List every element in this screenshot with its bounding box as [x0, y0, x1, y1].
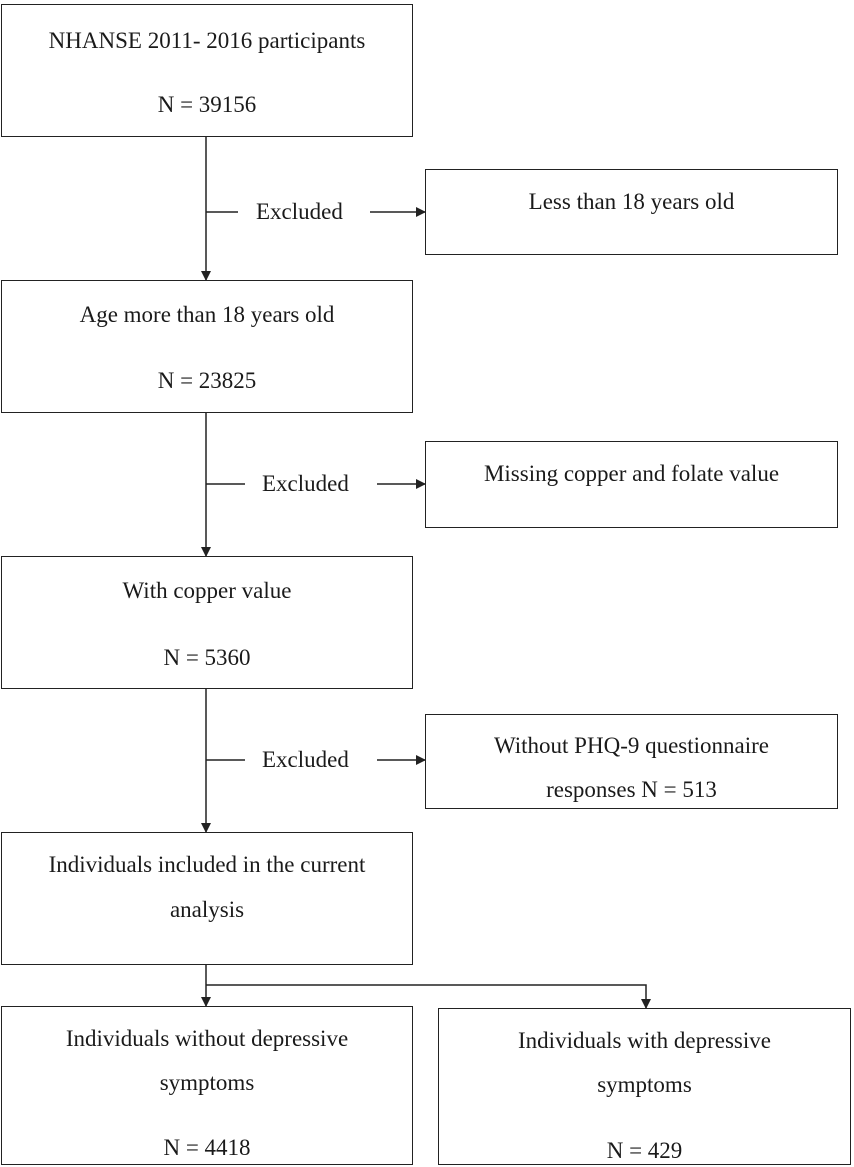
- exclusion-box-1: Less than 18 years old: [425, 169, 838, 255]
- exclusion-box-2: Missing copper and folate value: [425, 441, 838, 528]
- excluded-label-3: Excluded: [258, 746, 353, 774]
- without-depression-line1: Individuals without depressive: [65, 1026, 349, 1051]
- copper-box: With copper value N = 5360: [1, 556, 413, 689]
- with-depression-line2: symptoms: [597, 1072, 692, 1097]
- without-depression-line2: symptoms: [159, 1070, 255, 1095]
- age-count: N = 23825: [157, 368, 257, 393]
- exclusion-reason-1: Less than 18 years old: [528, 189, 735, 214]
- with-depression-count: N = 429: [606, 1138, 683, 1163]
- copper-title: With copper value: [122, 578, 292, 603]
- included-line2: analysis: [169, 897, 245, 922]
- exclusion-box-3: Without PHQ-9 questionnaire responses N …: [425, 714, 838, 809]
- included-line1: Individuals included in the current: [48, 852, 366, 877]
- participants-title: NHANSE 2011- 2016 participants: [48, 28, 366, 53]
- age-title: Age more than 18 years old: [79, 302, 335, 327]
- exclusion-reason-3-line1: Without PHQ-9 questionnaire: [493, 733, 770, 758]
- without-depression-box: Individuals without depressive symptoms …: [1, 1006, 413, 1165]
- excluded-label-1: Excluded: [252, 198, 347, 226]
- with-depression-line1: Individuals with depressive: [518, 1028, 771, 1053]
- copper-count: N = 5360: [163, 645, 251, 670]
- age-box: Age more than 18 years old N = 23825: [1, 280, 413, 413]
- exclusion-reason-2: Missing copper and folate value: [483, 461, 780, 486]
- participants-box: NHANSE 2011- 2016 participants N = 39156: [1, 4, 413, 137]
- with-depression-box: Individuals with depressive symptoms N =…: [438, 1008, 851, 1165]
- included-box: Individuals included in the current anal…: [1, 832, 413, 965]
- exclusion-reason-3-line2: responses N = 513: [546, 777, 717, 802]
- split-right-arrow: [206, 984, 651, 1009]
- excluded-label-2: Excluded: [258, 470, 353, 498]
- participants-count: N = 39156: [157, 92, 257, 117]
- without-depression-count: N = 4418: [163, 1135, 251, 1160]
